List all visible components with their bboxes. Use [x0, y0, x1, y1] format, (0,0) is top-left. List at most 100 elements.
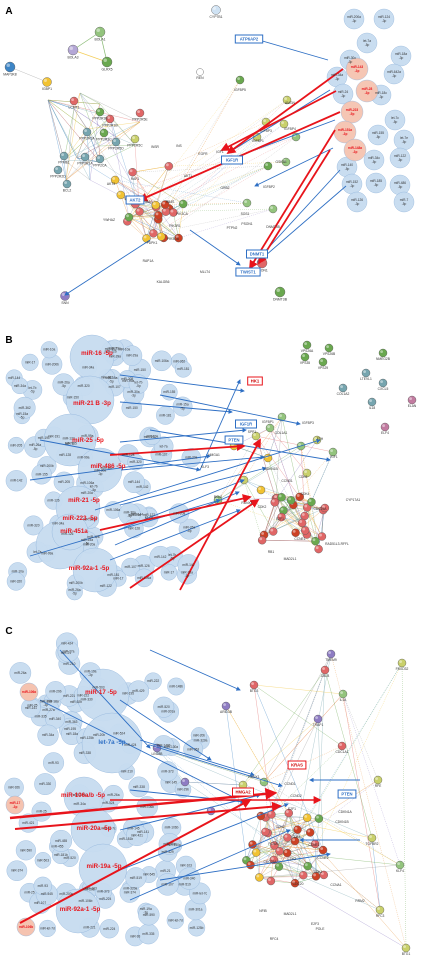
highlight-label: ATP6AP2	[240, 37, 259, 42]
mirna-label: miR-224	[103, 927, 115, 931]
mirna-label: miR-141	[25, 706, 37, 710]
gene-node	[283, 849, 291, 857]
mirna-label: miR-34a	[42, 733, 54, 737]
gene-node	[63, 180, 71, 188]
mirna-label: miR-524	[102, 801, 114, 805]
big-mirna-label: miR-223 -5p	[62, 515, 97, 522]
gene-node-shine	[380, 350, 383, 353]
gene-label: ARID3B	[220, 710, 233, 714]
mirna-label: miR-195	[64, 727, 76, 731]
interaction-edge	[315, 844, 406, 948]
mirna-label: miR-26a	[107, 793, 119, 797]
gene-label: PDPK1	[147, 241, 158, 245]
mirna-label: miR-301a	[161, 710, 175, 714]
gene-label: PIK3R1	[169, 224, 181, 228]
gene-node-circle	[261, 828, 269, 836]
gene-node-circle	[102, 57, 112, 67]
mirna-label: miR-524	[113, 731, 125, 735]
mirna-label: miR-205	[121, 377, 133, 381]
gene-label: E2F3	[311, 922, 319, 926]
gene-label: MAD2L1	[284, 557, 297, 561]
gene-node	[299, 871, 307, 879]
gene-label: PPP2R1A	[77, 162, 93, 166]
mirna-label: miR-29b	[49, 689, 61, 693]
highlight-label: HMGA2	[235, 790, 251, 795]
mirna-label: miR-200b	[45, 362, 59, 366]
gene-node-shine	[409, 397, 412, 400]
gene-node-circle	[339, 690, 347, 698]
gene-node-shine	[182, 779, 185, 782]
interaction-edge	[295, 883, 406, 948]
mirna-label: miR-520	[158, 705, 170, 709]
blue-arrow	[150, 650, 240, 690]
gene-label: E2F1	[276, 517, 284, 521]
mirna-label: miR-93	[48, 761, 58, 765]
mirna-label: miR-10a	[43, 348, 55, 352]
mirna-label: miR-21	[160, 869, 170, 873]
gene-node-circle	[255, 873, 263, 881]
gene-node-circle	[276, 847, 284, 855]
mirna-label: miR-320	[130, 460, 142, 464]
gene-label: TRAP1	[313, 723, 324, 727]
mirna-label: miR-34a	[52, 521, 64, 525]
gene-node	[81, 153, 89, 161]
gene-node-shine	[101, 130, 104, 133]
gene-node-shine	[82, 154, 85, 157]
gene-label: LIN28B	[152, 752, 164, 756]
gene-label: PPP2R5D	[108, 147, 124, 151]
gene-node	[250, 681, 258, 689]
gene-label: RUNX1	[241, 501, 252, 505]
gene-label: REN	[196, 76, 204, 80]
mirna-label: miR-let-7d	[40, 926, 55, 930]
gene-label: IL18	[369, 406, 376, 410]
gene-label: BCL2	[63, 189, 72, 193]
gene-node-shine	[322, 667, 325, 670]
mirna-label: miR-106a	[155, 359, 169, 363]
gene-node-circle	[131, 135, 139, 143]
gene-node-shine	[153, 202, 156, 205]
gene-label: CDKN1B	[335, 820, 349, 824]
gene-node-shine	[144, 236, 147, 239]
gene-node-shine	[97, 29, 101, 33]
gene-label: HMGA1	[208, 453, 220, 457]
gene-node-shine	[328, 651, 331, 654]
gene-label: NMEG2B	[376, 357, 391, 361]
big-mirna-label: miR-17 -5p	[85, 689, 117, 696]
gene-label: PPP2R5C	[127, 144, 143, 148]
panel-letter: B	[5, 335, 12, 346]
gene-node-shine	[279, 414, 282, 417]
gene-node	[258, 536, 266, 544]
mirna-label: miR-330	[81, 698, 93, 702]
interaction-edge	[319, 819, 400, 865]
gene-label: CCND2	[290, 794, 302, 798]
highlight-label: AKT2	[130, 198, 142, 203]
gene-label: TMEM9	[325, 658, 337, 662]
gene-node-circle	[136, 109, 144, 117]
mirna-label: miR-210	[63, 662, 75, 666]
mirna-label: miR-10a	[12, 570, 24, 574]
gene-node	[129, 168, 137, 176]
gene-node	[252, 849, 260, 857]
mirna-label: miR-18a	[164, 842, 176, 846]
interaction-edge	[48, 100, 87, 129]
gene-node-circle	[298, 519, 306, 527]
gene-node-shine	[330, 449, 333, 452]
mirna-label: miR-let-7c	[193, 891, 208, 895]
gene-node-shine	[261, 532, 264, 535]
gene-node-shine	[274, 495, 277, 498]
gene-node-circle	[321, 666, 329, 674]
gene-node-shine	[293, 530, 296, 533]
gene-node	[339, 384, 347, 392]
gene-node	[319, 358, 327, 366]
gene-node-circle	[311, 537, 319, 545]
gene-node-shine	[377, 907, 380, 910]
gene-label: E2F1	[288, 807, 296, 811]
mirna-label: miR-200b	[69, 581, 83, 585]
gene-node-shine	[137, 209, 140, 212]
gene-node	[327, 650, 335, 658]
gene-label: PIK3CA	[176, 212, 189, 216]
gene-node	[379, 379, 387, 387]
gene-node-circle	[304, 862, 312, 870]
gene-label: SPP1	[248, 430, 257, 434]
